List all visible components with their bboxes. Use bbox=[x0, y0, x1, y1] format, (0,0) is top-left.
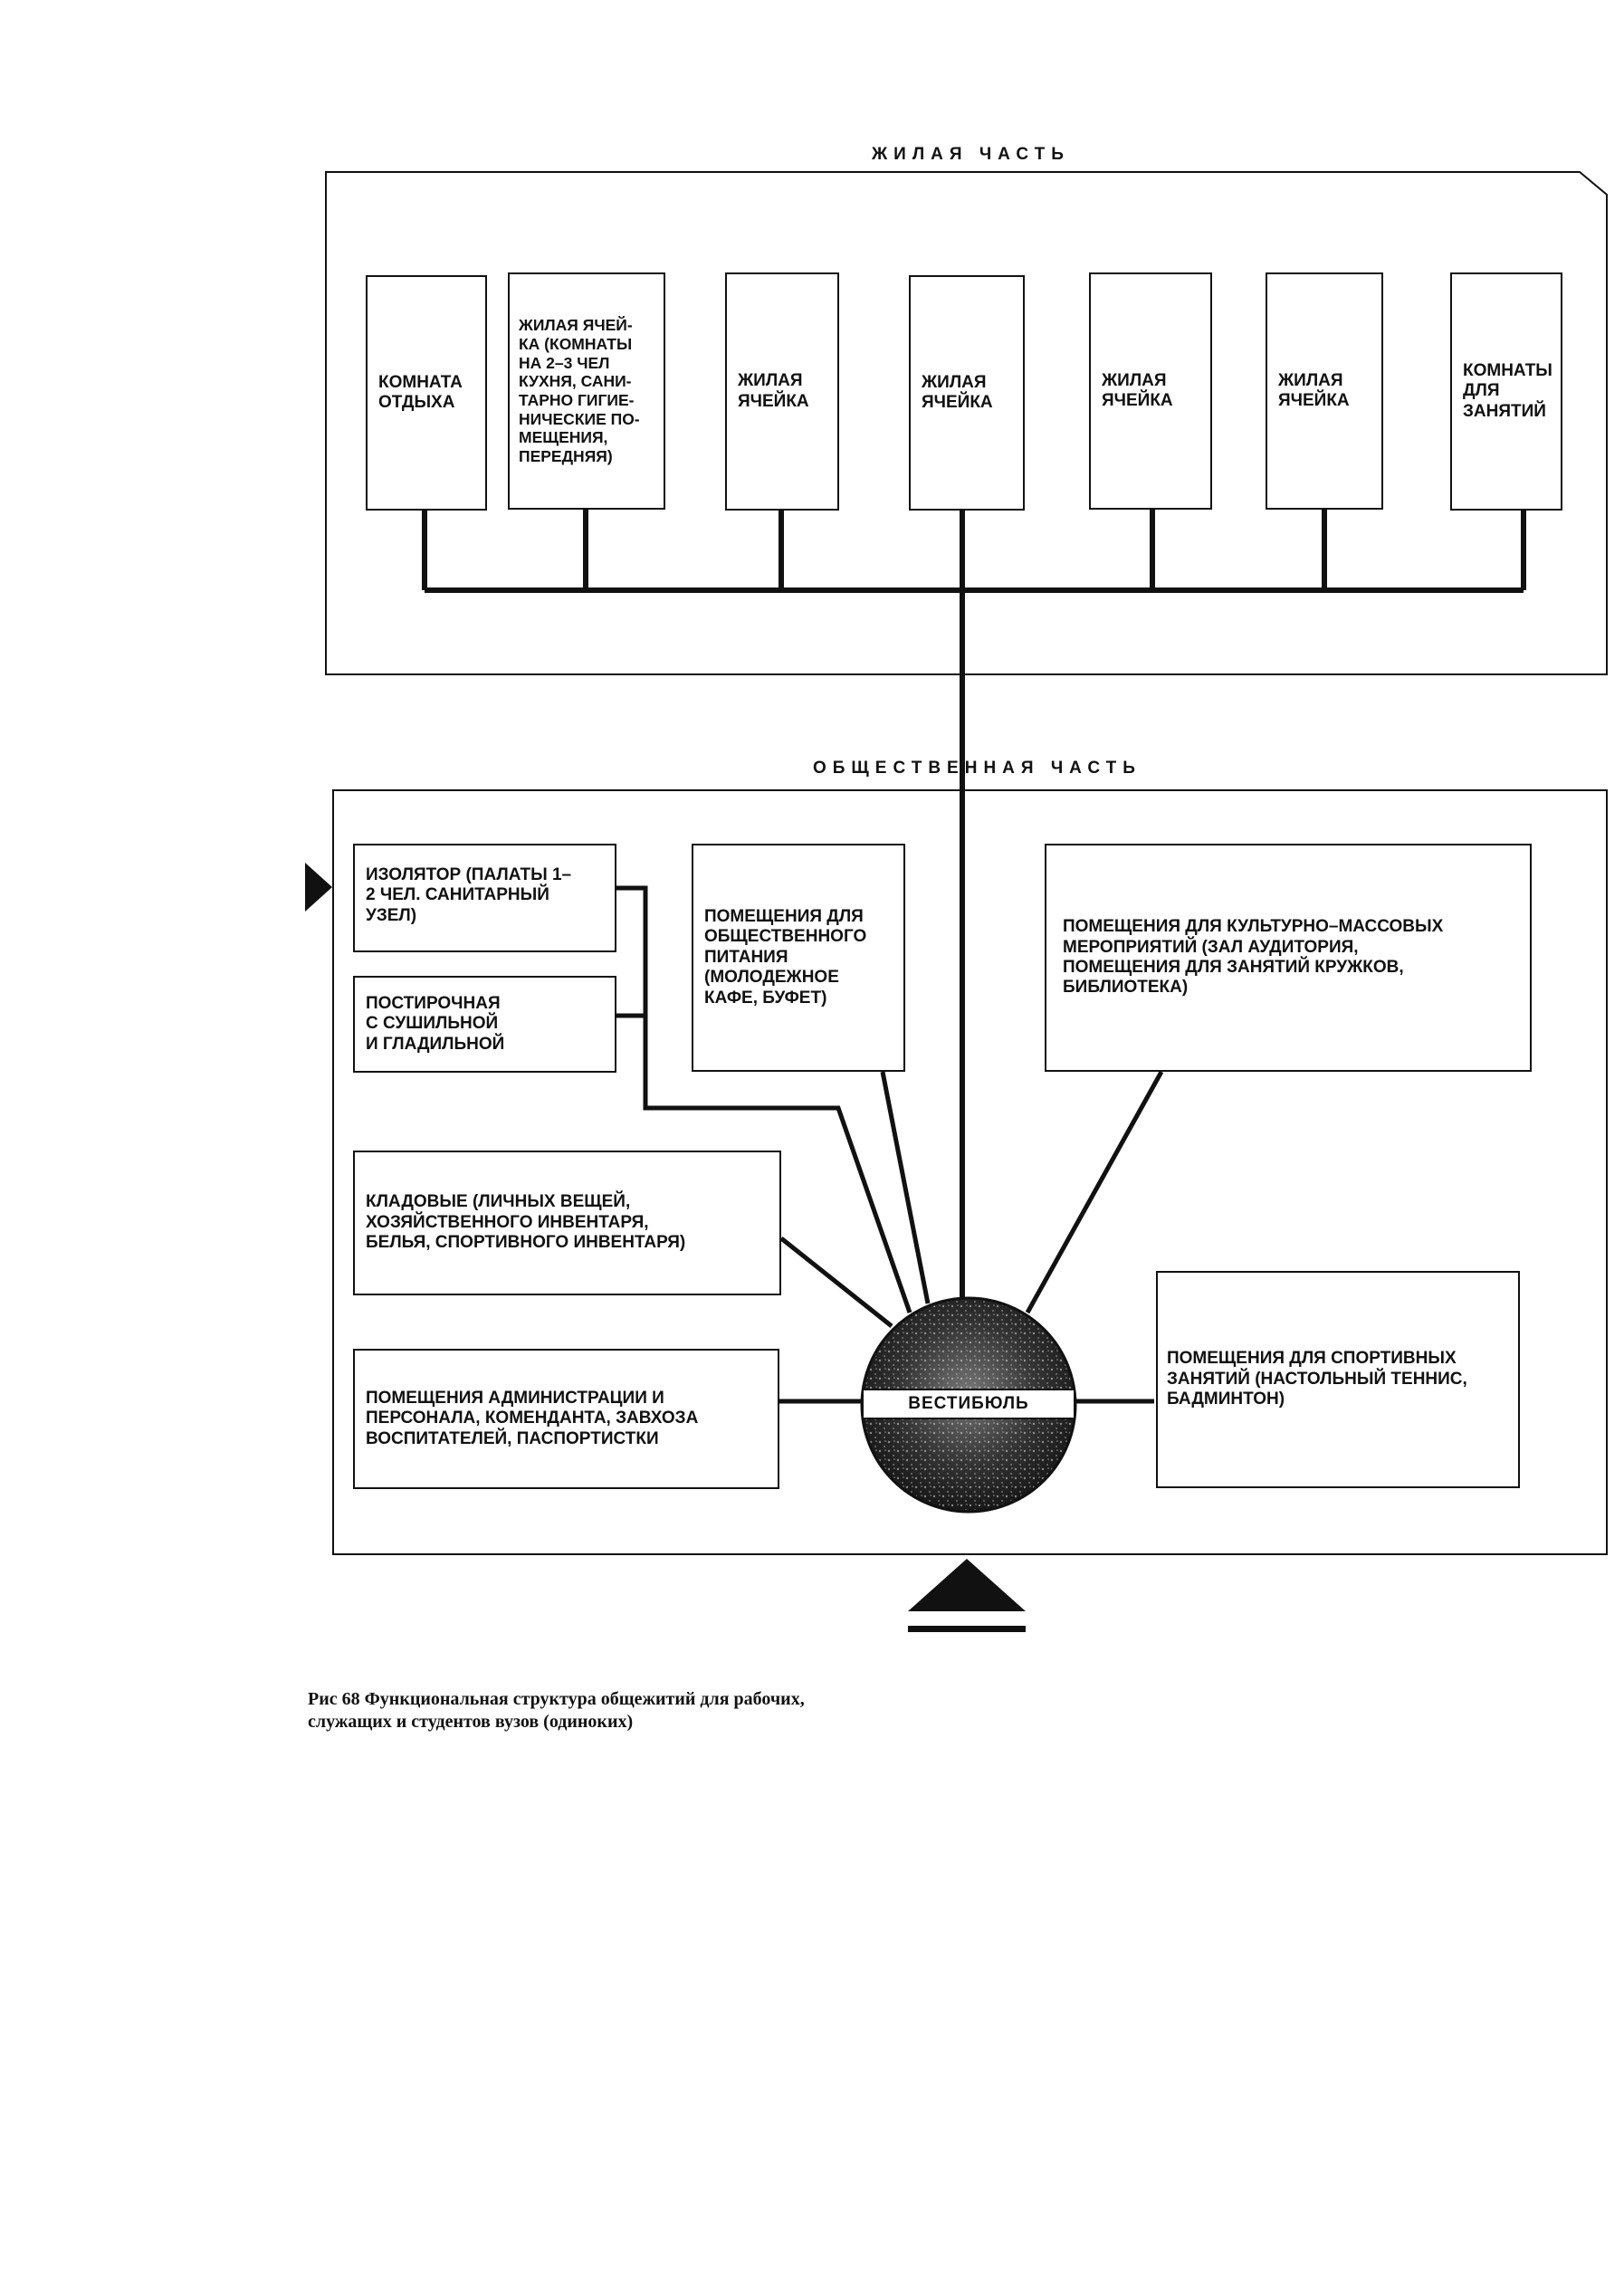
administration-box: ПОМЕЩЕНИЯ АДМИНИСТРАЦИИ И ПЕРСОНАЛА, КОМ… bbox=[353, 1349, 779, 1489]
main-entrance-marker bbox=[908, 1559, 1026, 1632]
public-connectors bbox=[616, 885, 1164, 1404]
residential-connectors bbox=[422, 510, 1526, 1317]
figure-caption: Рис 68 Функциональная структура общежити… bbox=[308, 1689, 805, 1732]
residential-cell-study-rooms: КОМНАТЫ ДЛЯ ЗАНЯТИЙ bbox=[1450, 272, 1562, 511]
residential-frame bbox=[325, 171, 1608, 675]
residential-cell-living-unit: ЖИЛАЯ ЯЧЕЙКА bbox=[909, 275, 1025, 511]
culture-box: ПОМЕЩЕНИЯ ДЛЯ КУЛЬТУРНО–МАССОВЫХ МЕРОПРИ… bbox=[1045, 844, 1532, 1072]
residential-cell-living-unit: ЖИЛАЯ ЯЧЕЙКА bbox=[1089, 272, 1212, 510]
residential-cell-living-unit-detailed: ЖИЛАЯ ЯЧЕЙ- КА (КОМНАТЫ НА 2–3 ЧЕЛ КУХНЯ… bbox=[508, 272, 665, 510]
storage-box: КЛАДОВЫЕ (ЛИЧНЫХ ВЕЩЕЙ, ХОЗЯЙСТВЕННОГО И… bbox=[353, 1151, 781, 1295]
public-title: ОБЩЕСТВЕННАЯ ЧАСТЬ bbox=[813, 759, 1142, 778]
public-frame bbox=[332, 789, 1608, 1555]
residential-cell-rest-room: КОМНАТА ОТДЫХА bbox=[366, 275, 487, 511]
side-entrance-marker bbox=[305, 863, 332, 912]
residential-cell-living-unit: ЖИЛАЯ ЯЧЕЙКА bbox=[1266, 272, 1383, 510]
catering-box: ПОМЕЩЕНИЯ ДЛЯ ОБЩЕСТВЕННОГО ПИТАНИЯ (МОЛ… bbox=[692, 844, 905, 1072]
isolator-box: ИЗОЛЯТОР (ПАЛАТЫ 1– 2 ЧЕЛ. САНИТАРНЫЙ УЗ… bbox=[353, 844, 616, 952]
vestibule-label: ВЕСТИБЮЛЬ bbox=[862, 1389, 1075, 1419]
laundry-box: ПОСТИРОЧНАЯ С СУШИЛЬНОЙ И ГЛАДИЛЬНОЙ bbox=[353, 976, 616, 1073]
residential-cell-living-unit: ЖИЛАЯ ЯЧЕЙКА bbox=[725, 272, 839, 511]
residential-title: ЖИЛАЯ ЧАСТЬ bbox=[872, 145, 1070, 164]
sports-box: ПОМЕЩЕНИЯ ДЛЯ СПОРТИВНЫХ ЗАНЯТИЙ (НАСТОЛ… bbox=[1156, 1271, 1520, 1488]
